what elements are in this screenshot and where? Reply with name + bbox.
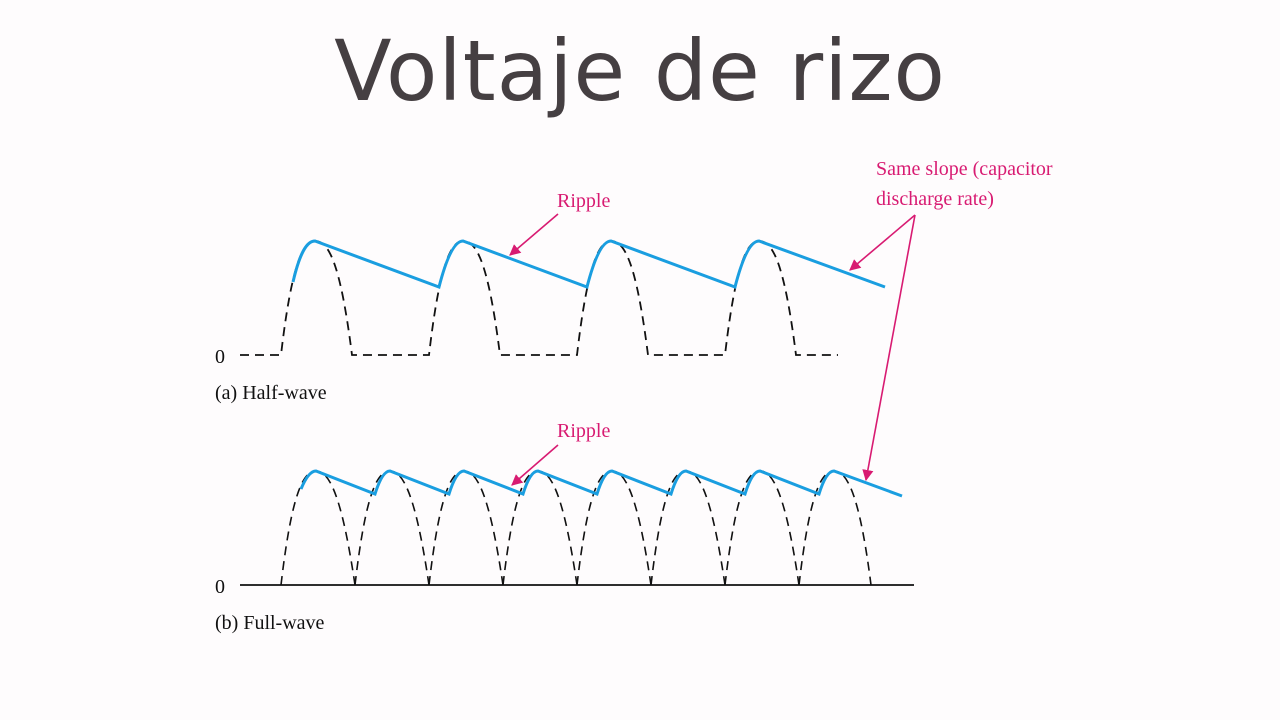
- full-wave-filtered-output: [299, 469, 903, 498]
- half-wave-zero-label: 0: [215, 346, 225, 368]
- half-wave-ripple-arrow: [509, 213, 559, 256]
- half-wave-filtered-output: [291, 239, 886, 289]
- full-wave-zero-label: 0: [215, 576, 225, 598]
- full-wave-ripple-label: Ripple: [557, 420, 610, 442]
- half-wave-rectified-wave: [240, 240, 838, 356]
- full-wave-rectified-wave: [280, 470, 872, 586]
- half-wave-caption: (a) Half-wave: [215, 382, 327, 404]
- slope-annotation: Same slope (capacitor discharge rate): [876, 158, 1058, 210]
- slope-arrow-half-wave: [849, 214, 916, 271]
- slide-title: Voltaje de rizo: [334, 22, 946, 120]
- slope-arrow-full-wave: [862, 214, 916, 482]
- half-wave-ripple-label: Ripple: [557, 190, 610, 212]
- full-wave-caption: (b) Full-wave: [215, 612, 325, 634]
- full-wave-ripple-arrow: [511, 444, 559, 486]
